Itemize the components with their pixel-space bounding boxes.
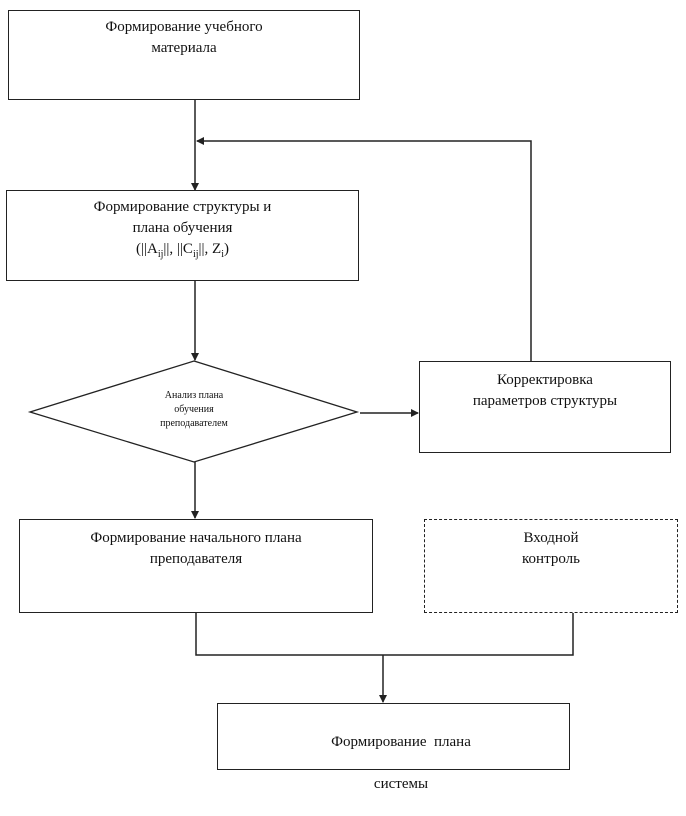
node-line: преподавателя xyxy=(150,551,242,567)
node-line: Корректировка xyxy=(497,372,593,388)
node-line: плана обучения xyxy=(133,220,233,236)
node-line: системы xyxy=(374,776,428,792)
edge-n6-merge xyxy=(383,612,573,655)
node-line: параметров структуры xyxy=(473,393,617,409)
node-line: Формирование начального плана xyxy=(90,530,301,546)
node-line: обучения xyxy=(174,404,213,415)
formula: (||Aij||, ||Cij||, Zi) xyxy=(136,241,229,257)
edge-n5-merge xyxy=(196,612,383,655)
node-line: Анализ плана xyxy=(165,390,223,401)
decision-analysis-text: Анализ плана обучения преподавателем xyxy=(124,389,264,431)
node-teacher-plan: Формирование начального плана преподават… xyxy=(19,519,373,613)
node-entry-control: Входной контроль xyxy=(424,519,678,613)
node-correction: Корректировка параметров структуры xyxy=(419,361,671,453)
node-line: Формирование плана xyxy=(331,734,471,750)
node-line: Формирование учебного xyxy=(105,19,262,35)
node-line: Формирование структуры и xyxy=(94,199,272,215)
node-form-material: Формирование учебного материала xyxy=(8,10,360,100)
node-line: контроль xyxy=(522,551,580,567)
node-line: Входной xyxy=(524,530,579,546)
node-line: материала xyxy=(151,40,216,56)
node-line: преподавателем xyxy=(160,418,228,429)
node-system-plan: Формирование плана системы xyxy=(217,703,570,770)
node-form-structure: Формирование структуры и плана обучения … xyxy=(6,190,359,281)
